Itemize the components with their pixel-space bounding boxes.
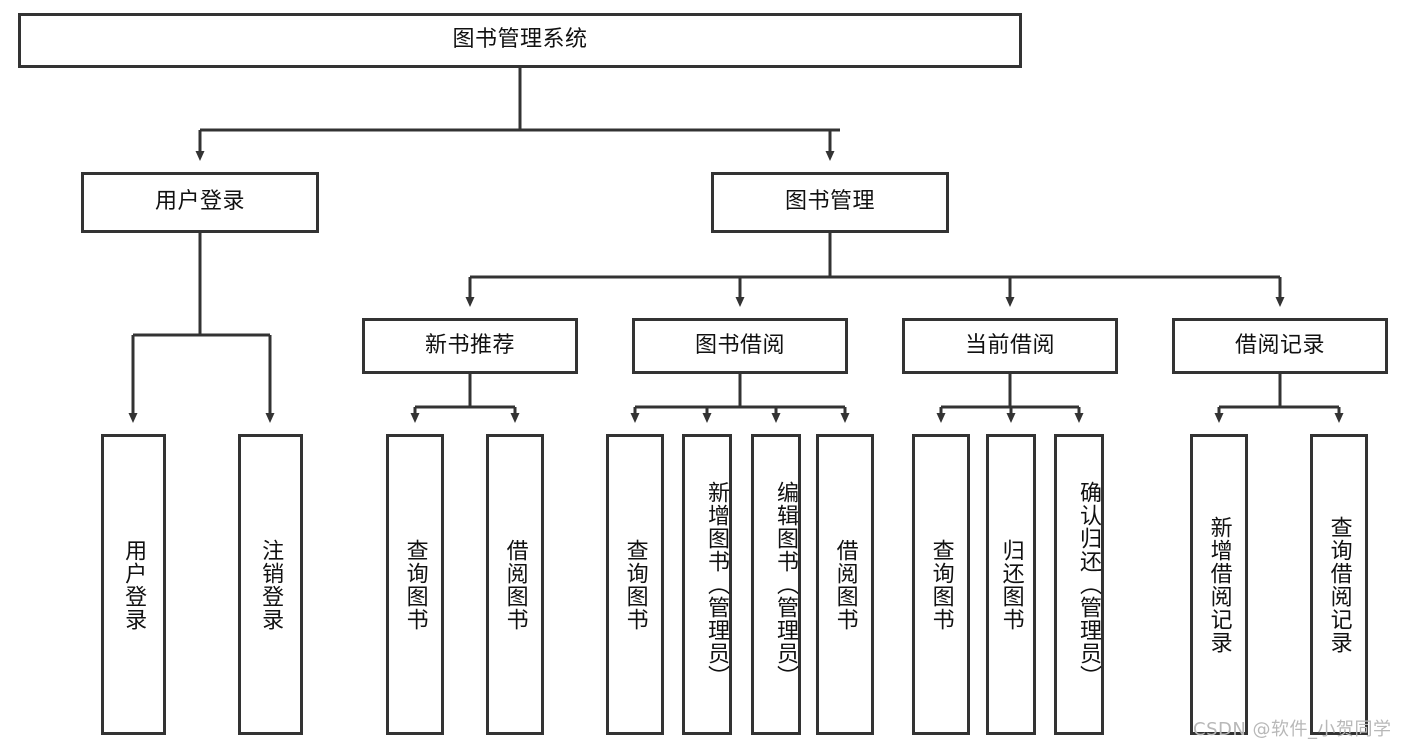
leaf-add-borrow-record-label: 新增借阅记录 <box>1206 515 1232 654</box>
leaf-borrow-query-book[interactable]: 查询图书 <box>606 434 664 735</box>
leaf-borrow-book[interactable]: 借阅图书 <box>816 434 874 735</box>
leaf-add-book-admin[interactable]: 新增图书（管理员） <box>682 434 732 735</box>
node-book-management-label: 图书管理 <box>784 189 875 215</box>
watermark-text: CSDN @软件_小贺同学 <box>1193 719 1392 740</box>
node-book-borrow-label: 图书借阅 <box>694 332 785 358</box>
node-book-management[interactable]: 图书管理 <box>711 172 949 233</box>
leaf-borrow-book-label: 借阅图书 <box>832 538 858 631</box>
node-book-borrow[interactable]: 图书借阅 <box>632 318 848 374</box>
leaf-logout-label: 注销登录 <box>258 538 284 631</box>
leaf-confirm-return-admin-label: 确认归还（管理员） <box>1076 481 1101 688</box>
node-current-borrow[interactable]: 当前借阅 <box>902 318 1118 374</box>
leaf-edit-book-admin-label: 编辑图书（管理员） <box>773 481 798 688</box>
node-user-login[interactable]: 用户登录 <box>81 172 319 233</box>
leaf-add-borrow-record[interactable]: 新增借阅记录 <box>1190 434 1248 735</box>
node-borrow-record-label: 借阅记录 <box>1234 332 1325 358</box>
leaf-recommend-query-book-label: 查询图书 <box>402 538 428 631</box>
leaf-current-query-book-label: 查询图书 <box>928 538 954 631</box>
leaf-borrow-query-book-label: 查询图书 <box>622 538 648 631</box>
leaf-recommend-query-book[interactable]: 查询图书 <box>386 434 444 735</box>
leaf-recommend-borrow-book[interactable]: 借阅图书 <box>486 434 544 735</box>
leaf-query-borrow-record[interactable]: 查询借阅记录 <box>1310 434 1368 735</box>
leaf-current-query-book[interactable]: 查询图书 <box>912 434 970 735</box>
node-root[interactable]: 图书管理系统 <box>18 13 1022 68</box>
leaf-logout[interactable]: 注销登录 <box>238 434 303 735</box>
leaf-recommend-borrow-book-label: 借阅图书 <box>502 538 528 631</box>
leaf-return-book[interactable]: 归还图书 <box>986 434 1036 735</box>
node-root-label: 图书管理系统 <box>452 27 588 53</box>
leaf-add-book-admin-label: 新增图书（管理员） <box>704 481 729 688</box>
leaf-edit-book-admin[interactable]: 编辑图书（管理员） <box>751 434 801 735</box>
node-new-book-recommend[interactable]: 新书推荐 <box>362 318 578 374</box>
leaf-user-login[interactable]: 用户登录 <box>101 434 166 735</box>
leaf-user-login-label: 用户登录 <box>121 538 147 631</box>
node-user-login-label: 用户登录 <box>154 189 245 215</box>
leaf-return-book-label: 归还图书 <box>998 538 1024 631</box>
node-current-borrow-label: 当前借阅 <box>964 332 1055 358</box>
leaf-confirm-return-admin[interactable]: 确认归还（管理员） <box>1054 434 1104 735</box>
watermark: CSDN @软件_小贺同学 <box>1193 715 1392 741</box>
node-new-book-recommend-label: 新书推荐 <box>424 332 515 358</box>
node-borrow-record[interactable]: 借阅记录 <box>1172 318 1388 374</box>
leaf-query-borrow-record-label: 查询借阅记录 <box>1326 515 1352 654</box>
